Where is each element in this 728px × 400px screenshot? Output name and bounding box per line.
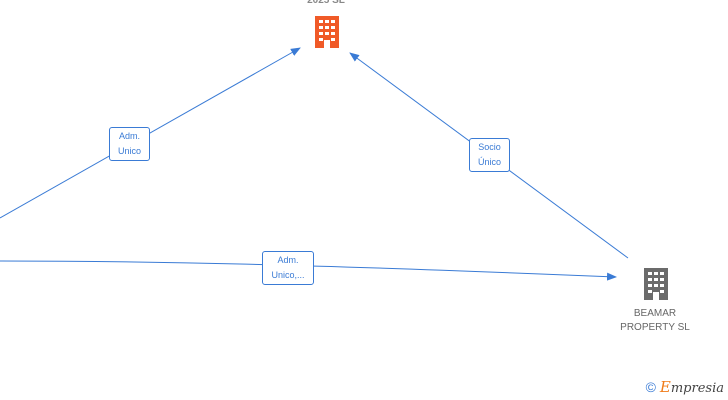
edge-label-line: Único — [477, 157, 501, 167]
edge-label-adm-unico-top[interactable]: Adm. Unico — [109, 127, 150, 161]
brand-initial: E — [659, 378, 671, 396]
edge-label-socio-unico[interactable]: Socio Único — [469, 138, 510, 172]
brand-name: mpresia — [670, 381, 724, 396]
target-company-label: 2025 SL — [286, 0, 366, 8]
edge-label-line: Unico — [117, 146, 141, 156]
beamar-company-label[interactable]: BEAMAR PROPERTY SL — [605, 307, 705, 335]
edge-label-adm-unico-bottom[interactable]: Adm. Unico,... — [262, 251, 314, 285]
copyright-icon: © — [645, 379, 656, 395]
edge-label-line: Unico,... — [271, 270, 305, 280]
target-company-label-line: 2025 SL — [307, 0, 345, 6]
beamar-label-line-1: BEAMAR — [633, 308, 677, 319]
edge-adm-unico-top[interactable] — [0, 47, 301, 219]
edge-label-line: Adm. — [118, 131, 140, 141]
building-icon[interactable] — [642, 268, 670, 300]
edge-label-line: Socio — [478, 142, 501, 152]
edge-label-line: Adm. — [277, 255, 299, 265]
empresia-watermark: ©Empresia — [646, 378, 724, 396]
edge-adm-unico-bottom[interactable] — [0, 260, 617, 281]
beamar-label-line-2: PROPERTY SL — [620, 322, 690, 333]
building-icon[interactable] — [313, 16, 341, 48]
